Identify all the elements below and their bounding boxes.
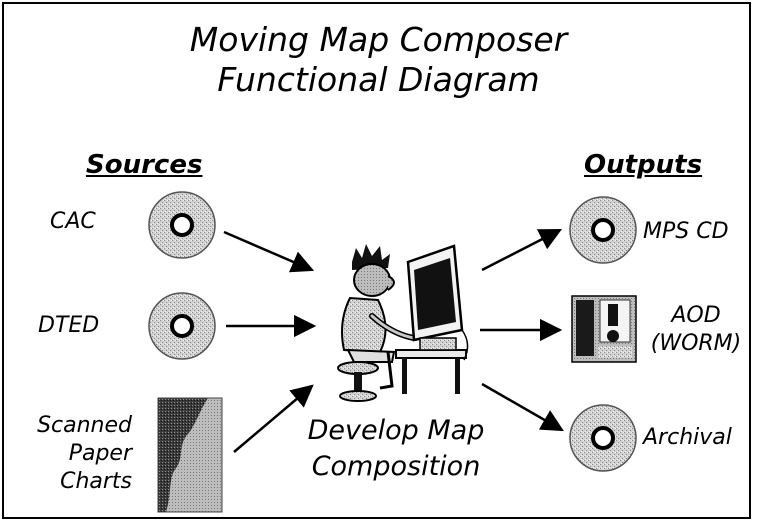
optical-disk-cartridge-icon <box>571 295 637 363</box>
source-label-charts: Charts <box>60 469 132 494</box>
dted-disc-icon <box>148 292 216 360</box>
output-label-archival: Archival <box>643 425 732 450</box>
output-label-worm: (WORM) <box>650 331 742 356</box>
person-at-computer-icon <box>337 244 469 402</box>
arrow-charts-to-compose <box>233 384 314 453</box>
mps-cd-disc-icon <box>569 196 637 264</box>
scanned-chart-icon <box>157 397 223 513</box>
source-label-scanned: Scanned <box>37 413 132 438</box>
arrow-cac-to-compose <box>223 230 315 273</box>
source-label-paper: Paper <box>68 441 132 466</box>
output-label-aod: AOD <box>671 303 721 328</box>
archival-disc-icon <box>569 404 637 472</box>
diagram-title-line1: Moving Map Composer <box>189 20 568 59</box>
cac-disc-icon <box>148 191 216 259</box>
arrow-compose-to-mps-cd <box>481 228 563 272</box>
center-label-line1: Develop Map <box>307 415 485 446</box>
output-label-mps-cd: MPS CD <box>643 219 729 244</box>
center-label-line2: Composition <box>311 451 481 482</box>
arrow-compose-to-archival <box>481 382 564 432</box>
source-label-cac: CAC <box>50 209 96 234</box>
source-label-dted: DTED <box>38 313 100 338</box>
sources-heading: Sources <box>86 150 203 180</box>
outputs-heading: Outputs <box>584 150 703 180</box>
diagram-title-line2: Functional Diagram <box>217 60 540 99</box>
